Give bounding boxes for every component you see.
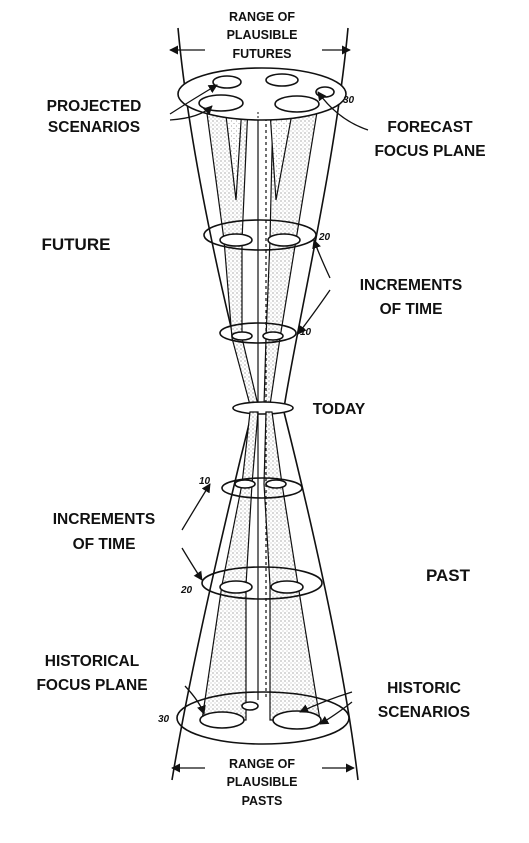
increments-future-label: INCREMENTS OF TIME (360, 277, 462, 318)
future-ring-20 (203, 219, 317, 251)
historical-plane-arrow (184, 685, 206, 715)
range-pasts-label: RANGE OF PLAUSIBLE PASTS (227, 757, 298, 808)
svg-text:OF TIME: OF TIME (73, 536, 136, 553)
future-ring-10 (219, 322, 297, 344)
past-tube-right (263, 411, 321, 721)
future-scenario-ellipse-4 (274, 95, 320, 113)
tick-future-10: 10 (300, 327, 312, 338)
historical-focus-plane (176, 691, 350, 745)
future-scenario-ellipse-3 (265, 73, 299, 87)
svg-text:FOCUS PLANE: FOCUS PLANE (36, 677, 147, 694)
tick-past-30: 30 (158, 714, 170, 725)
past-label: PAST (426, 566, 471, 585)
today-ring (232, 401, 294, 415)
past-ring-20 (201, 566, 323, 600)
svg-text:PASTS: PASTS (242, 794, 283, 808)
past-tube-left (201, 411, 259, 721)
range-futures-label: RANGE OF PLAUSIBLE FUTURES (227, 10, 298, 61)
past-cone-left-edge (171, 411, 253, 781)
historical-focus-plane-label: HISTORICAL FOCUS PLANE (36, 653, 147, 694)
svg-text:FOCUS PLANE: FOCUS PLANE (374, 143, 485, 160)
past-scenario-tubes (201, 411, 321, 721)
svg-text:RANGE OF: RANGE OF (229, 10, 295, 24)
historic-scenarios-arrow-2 (319, 701, 353, 725)
tick-past-10: 10 (199, 476, 211, 487)
increments-past-arrow-10 (181, 483, 211, 531)
svg-text:INCREMENTS: INCREMENTS (360, 277, 462, 294)
svg-text:OF TIME: OF TIME (380, 301, 443, 318)
svg-text:RANGE OF: RANGE OF (229, 757, 295, 771)
past-scenario-ellipse-1 (199, 711, 245, 729)
range-arrows (169, 45, 355, 773)
svg-text:PLAUSIBLE: PLAUSIBLE (227, 28, 298, 42)
svg-text:INCREMENTS: INCREMENTS (53, 511, 155, 528)
svg-text:SCENARIOS: SCENARIOS (48, 119, 140, 136)
future-label: FUTURE (42, 235, 111, 254)
svg-text:FORECAST: FORECAST (387, 119, 473, 136)
svg-text:HISTORIC: HISTORIC (387, 680, 461, 697)
forecast-focus-plane-label: FORECAST FOCUS PLANE (374, 119, 485, 160)
svg-text:PLAUSIBLE: PLAUSIBLE (227, 775, 298, 789)
svg-text:FUTURES: FUTURES (232, 47, 291, 61)
svg-text:SCENARIOS: SCENARIOS (378, 704, 470, 721)
past-scenario-ellipse-2 (272, 710, 322, 730)
historic-scenarios-arrow-1 (299, 691, 353, 713)
historic-scenarios-label: HISTORIC SCENARIOS (378, 680, 470, 721)
tick-future-20: 20 (318, 232, 331, 243)
increments-past-label: INCREMENTS OF TIME (53, 511, 155, 553)
projected-scenarios-arrow-2 (169, 105, 213, 121)
svg-text:PROJECTED: PROJECTED (47, 98, 142, 115)
tick-past-20: 20 (180, 585, 193, 596)
increments-past-arrow-20 (181, 547, 203, 581)
forecast-focus-plane (177, 67, 347, 121)
increments-future-arrow-20 (312, 239, 331, 279)
past-cone-right-edge (283, 411, 359, 781)
future-scenario-ellipse-2 (212, 75, 242, 89)
past-scenario-ellipse-3 (241, 701, 259, 711)
future-scenario-ellipse-1 (198, 94, 244, 112)
increments-future-arrow-10 (297, 289, 331, 335)
leader-lines (169, 84, 369, 725)
tick-future-30: 30 (343, 95, 355, 106)
projected-scenarios-arrow-1 (169, 84, 218, 115)
projected-scenarios-label: PROJECTED SCENARIOS (47, 98, 142, 136)
svg-text:HISTORICAL: HISTORICAL (45, 653, 139, 670)
future-cone-right-edge (283, 27, 349, 409)
past-ring-10 (221, 477, 303, 499)
today-label: TODAY (313, 401, 366, 418)
forecast-plane-arrow (317, 91, 369, 131)
